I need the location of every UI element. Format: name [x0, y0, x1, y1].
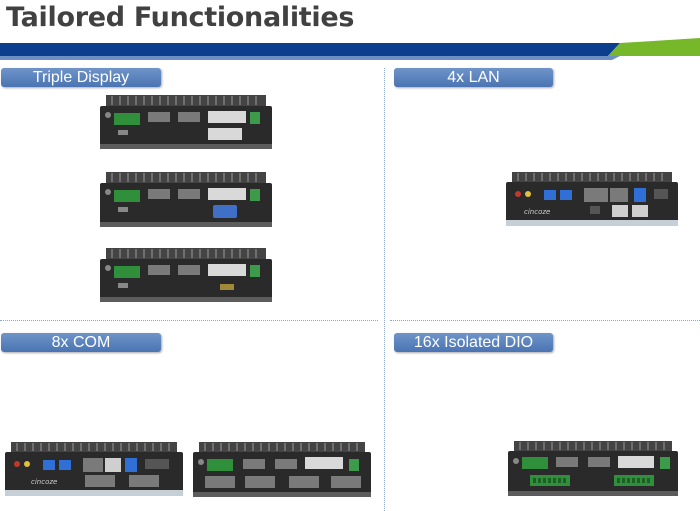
- dvi-vga-dvi-model-image: [100, 95, 272, 149]
- triple-display-label: Triple Display: [1, 68, 161, 87]
- lan-label: 4x LAN: [394, 68, 553, 87]
- dio-model-image: [508, 441, 678, 496]
- brand-logo: cincoze: [524, 208, 550, 216]
- header-bar: [0, 38, 700, 60]
- vertical-divider: [384, 68, 385, 511]
- brand-logo: cincoze: [31, 478, 57, 486]
- horizontal-divider-left: [0, 320, 378, 321]
- isolated-dio-label: 16x Isolated DIO: [394, 333, 553, 352]
- com-dvi-model-image: [193, 442, 371, 497]
- horizontal-divider-right: [390, 320, 700, 321]
- com-label: 8x COM: [1, 333, 161, 352]
- lan-model-image: cincoze: [506, 172, 678, 226]
- com-lan-model-image: cincoze: [5, 442, 183, 496]
- dvi-vga-vga-model-image: [100, 172, 272, 227]
- dvi-vga-hdmi-model-image: [100, 248, 272, 302]
- page-title: Tailored Functionalities: [6, 2, 355, 33]
